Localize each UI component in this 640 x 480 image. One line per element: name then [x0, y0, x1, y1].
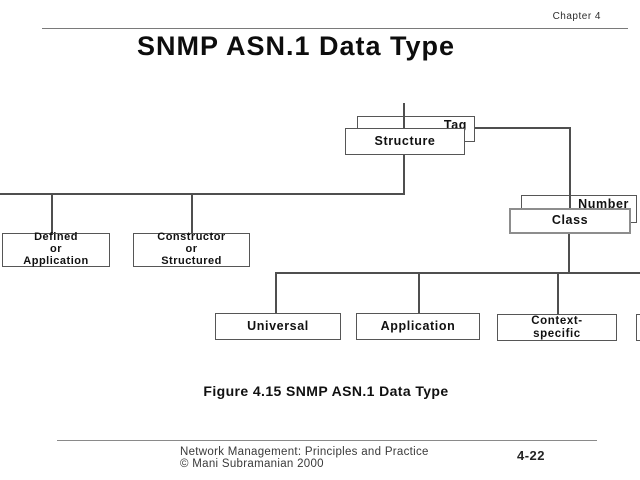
connector-root-over-tag [403, 116, 405, 130]
node-constructor-line1: Constructor [157, 231, 226, 244]
node-application-label: Application [380, 318, 456, 333]
connector-drop-universal [275, 272, 277, 313]
node-constructor-or-structured: Constructor or Structured [133, 231, 250, 267]
node-defined-or-application: Defined or Application [2, 231, 110, 267]
header-rule [42, 28, 628, 29]
connector-drop-defined [51, 193, 53, 234]
connector-tag-down-to-class [569, 127, 571, 209]
node-defined-line2: or [50, 243, 62, 256]
connector-tag-right [475, 127, 570, 129]
footer-rule [57, 440, 597, 441]
node-universal-label: Universal [247, 318, 309, 333]
node-context-line2: specific [533, 327, 581, 340]
connector-left-branch [0, 193, 404, 195]
connector-drop-constructor [191, 193, 193, 234]
node-class-label: Class [551, 213, 589, 228]
node-context-specific: Context- specific [497, 314, 617, 341]
node-structure-label: Structure [374, 133, 436, 148]
node-structure: Structure [345, 128, 465, 155]
node-context-line1: Context- [531, 315, 583, 328]
node-defined-line1: Defined [34, 231, 78, 244]
slide-title: SNMP ASN.1 Data Type [136, 31, 456, 61]
node-universal: Universal [215, 313, 341, 340]
connector-bottom-branch [275, 272, 640, 274]
connector-drop-application [418, 272, 420, 313]
node-defined-line3: Application [23, 254, 89, 267]
footer-credit-line1: Network Management: Principles and Pract… [180, 446, 429, 458]
connector-structure-down [403, 155, 405, 195]
connector-drop-context [557, 272, 559, 314]
footer-credits: Network Management: Principles and Pract… [180, 446, 429, 470]
node-constructor-line2: or [185, 243, 198, 256]
footer-credit-line2: © Mani Subramanian 2000 [180, 458, 324, 470]
connector-over-number [569, 195, 571, 209]
connector-class-down [568, 234, 570, 274]
chapter-label: Chapter 4 [552, 11, 601, 22]
figure-caption: Figure 4.15 SNMP ASN.1 Data Type [203, 383, 449, 399]
node-constructor-line3: Structured [161, 254, 222, 267]
node-number-label: Number [578, 197, 629, 211]
page-number: 4-22 [517, 448, 546, 463]
node-application: Application [356, 313, 480, 340]
node-private-cutoff [636, 314, 640, 341]
node-class: Class [509, 208, 631, 234]
